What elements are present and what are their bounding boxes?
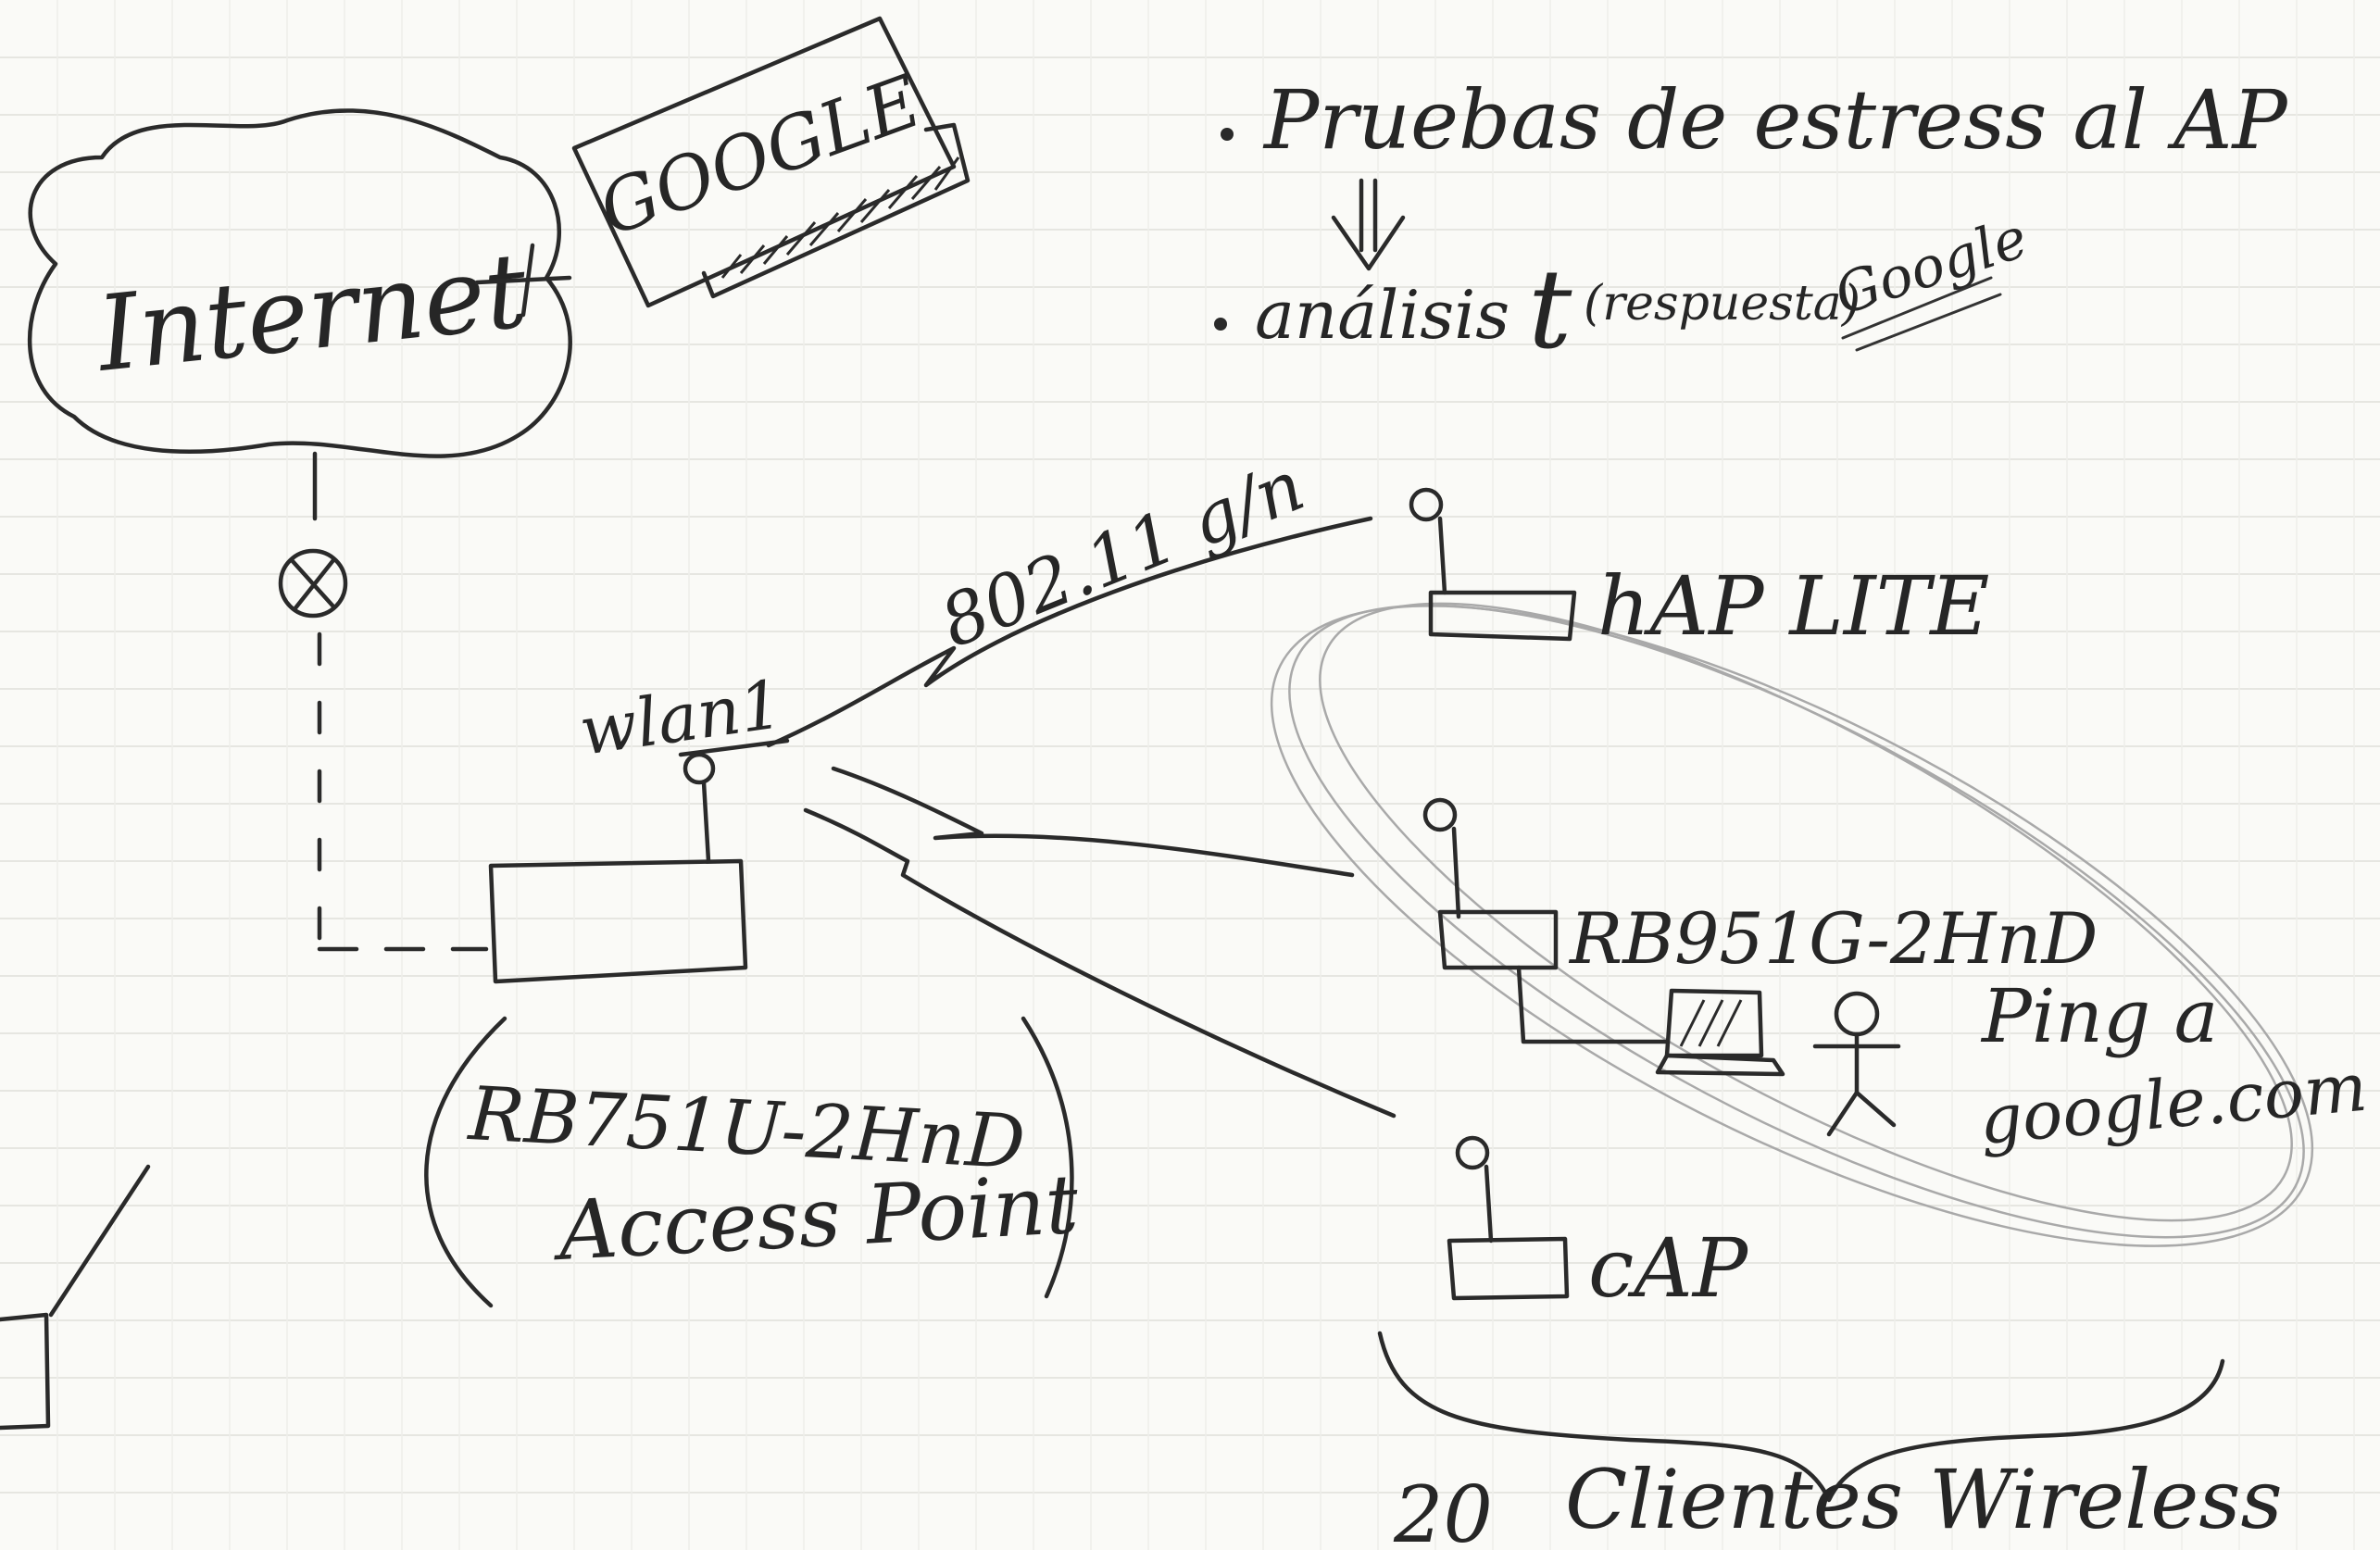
router-icon [0, 1315, 48, 1428]
paren-left [426, 1019, 505, 1306]
note-stress-test: Pruebas de estress al AP [1262, 72, 2289, 168]
ap-role: Access Point [550, 1156, 1082, 1280]
client-model: cAP [1588, 1220, 1749, 1316]
client-rb951g: RB951G-2HnD Ping a google.com [1425, 800, 2370, 1159]
note-time: t [1528, 245, 1572, 373]
bullet-icon [1214, 318, 1227, 331]
laptop-icon [1658, 991, 1783, 1074]
antenna-icon [1411, 490, 1441, 519]
client-model: hAP LITE [1597, 558, 1990, 654]
double-arrow-down-icon [1334, 181, 1403, 269]
clients-caption: 20 Clientes Wireless [1393, 1452, 2283, 1550]
link-label: 802.11 g/n [929, 444, 1315, 663]
client-model: RB951G-2HnD [1568, 897, 2098, 980]
person-icon [1815, 994, 1898, 1134]
broken-uplink [281, 454, 486, 949]
antenna-icon [1440, 519, 1445, 593]
bullet-icon [1221, 128, 1234, 141]
antenna-icon [1425, 800, 1455, 830]
note-response: (respuesta) [1584, 276, 1860, 331]
router-icon [491, 861, 745, 981]
notes: Pruebas de estress al AP análisis t (res… [1214, 72, 2289, 373]
antenna-icon [51, 1167, 148, 1315]
partial-device [0, 1167, 148, 1428]
antenna-icon [704, 782, 708, 861]
ping-line1: Ping a [1980, 973, 2218, 1059]
router-icon [1449, 1239, 1567, 1298]
client-hap-lite: hAP LITE [1411, 490, 1990, 654]
antenna-icon [685, 755, 713, 782]
access-point: wlan1 RB751U-2HnD Access Point [426, 665, 1081, 1306]
wireless-link [806, 810, 1394, 1116]
antenna-icon [1458, 1138, 1487, 1168]
google-server: GOOGLE [574, 19, 968, 306]
server-label: GOOGLE [589, 60, 932, 253]
clients-count: 20 [1393, 1469, 1493, 1550]
antenna-icon [1486, 1167, 1491, 1241]
wireless-links: 802.11 g/n [769, 444, 1394, 1116]
cloud-label: Internet [90, 231, 533, 395]
client-cap: cAP [1449, 1138, 1749, 1316]
router-icon [1431, 593, 1574, 639]
wireless-link [833, 769, 1352, 875]
note-analysis: análisis [1255, 276, 1509, 354]
antenna-icon [1454, 829, 1459, 917]
note-google: Google [1827, 206, 2035, 328]
clients-caption-text: Clientes Wireless [1565, 1452, 2283, 1547]
